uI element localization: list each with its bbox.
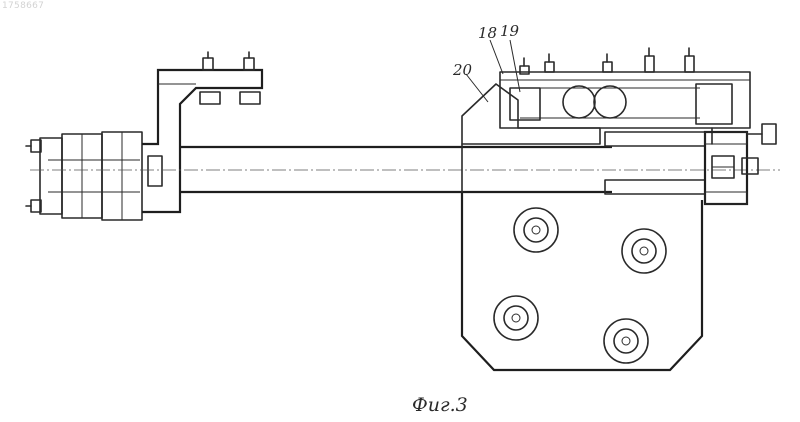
callout-18: 18: [478, 24, 497, 42]
callout-19: 19: [500, 22, 520, 40]
base-plate: [462, 144, 702, 370]
bolt-icon: [244, 52, 254, 70]
roller-carriage: [462, 48, 750, 144]
bolt-icon: [603, 54, 612, 72]
roller-icon: [604, 319, 648, 363]
roller-icon: [563, 86, 595, 118]
rod-bushing: [605, 124, 776, 204]
bolt-icon: [26, 200, 41, 212]
callout-20: 20: [452, 61, 473, 79]
bolt-icon: [747, 124, 776, 144]
bolt-icon: [545, 54, 554, 72]
mounting-bracket-left: [142, 52, 262, 212]
roller-icon: [622, 229, 666, 273]
roller-icon: [514, 208, 558, 252]
bolt-icon: [645, 48, 654, 72]
roller-icon: [494, 296, 538, 340]
bolt-icon: [742, 158, 758, 174]
figure-caption: Фиг.3: [412, 394, 468, 416]
bolt-icon: [203, 52, 213, 70]
bolt-icon: [685, 48, 694, 72]
bolt-icon: [26, 140, 41, 152]
roller-icon: [594, 86, 626, 118]
callout-leaders: [466, 40, 520, 102]
hydraulic-cylinder: [26, 132, 142, 220]
